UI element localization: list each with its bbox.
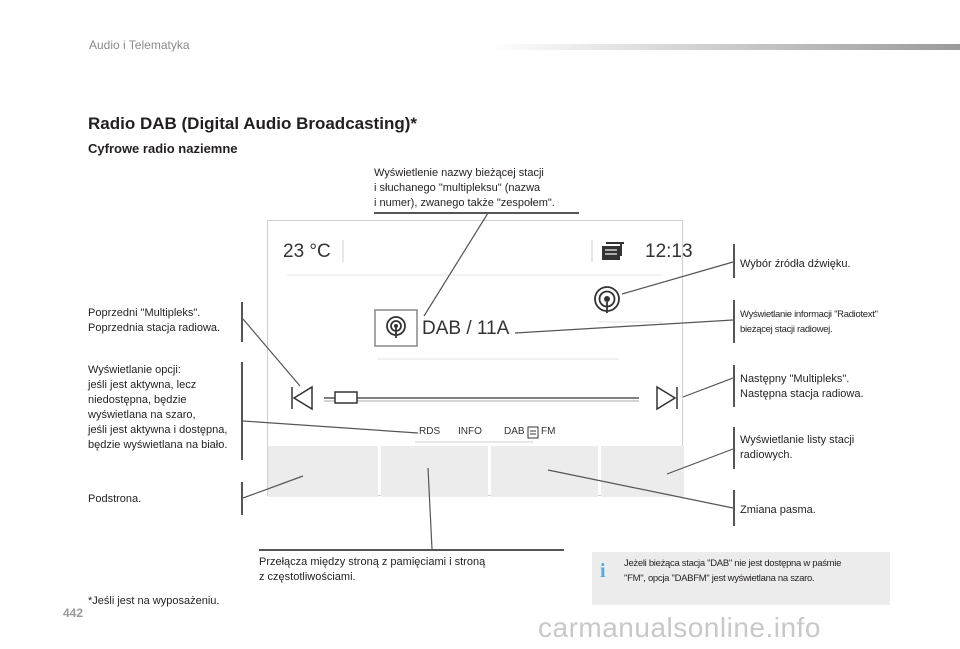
callout-overline: [259, 549, 564, 551]
previous-icon[interactable]: [291, 385, 313, 411]
page-number: 442: [63, 606, 84, 620]
callout-bar: [733, 244, 735, 278]
callout-station-list: Wyświetlanie listy stacji radiowych.: [740, 434, 855, 461]
callout-bar: [241, 482, 243, 515]
station-icon: [374, 309, 418, 347]
clock-display: 12:13: [645, 241, 693, 262]
option-info[interactable]: INFO: [458, 426, 482, 437]
page-title: Radio DAB (Digital Audio Broadcasting)*: [88, 114, 417, 133]
callout-bar: [241, 362, 243, 460]
radio-screen: [267, 220, 684, 497]
callout-subpage: Podstrona.: [88, 493, 142, 505]
callout-band: Zmiana pasma.: [740, 504, 816, 516]
next-icon[interactable]: [656, 385, 678, 411]
callout-bar: [733, 365, 735, 407]
callout-underline: [374, 212, 579, 214]
subpage-button[interactable]: [268, 446, 378, 497]
slider-handle: [334, 391, 358, 404]
info-note-text: Jeżeli bieżąca stacja "DAB" nie jest dos…: [624, 558, 842, 584]
screen-graphics: [287, 240, 678, 443]
callout-source: Wybór źródła dźwięku.: [740, 258, 851, 270]
radio-source-icon[interactable]: [594, 286, 620, 313]
watermark: carmanualsonline.info: [538, 612, 821, 643]
info-note-box: Jeżeli bieżąca stacja "DAB" nie jest dos…: [592, 552, 890, 605]
station-name: DAB / 11A: [422, 318, 510, 339]
callout-bar: [733, 300, 735, 343]
callout-memory: Przełącza między stroną z pamięciami i s…: [259, 556, 486, 583]
callout-station-name: Wyświetlenie nazwy bieżącej stacji i słu…: [374, 167, 555, 209]
callout-options: Wyświetlanie opcji: jeśli jest aktywna, …: [88, 364, 228, 451]
dab-fm-swap-icon: [527, 426, 539, 439]
page-subtitle: Cyfrowe radio naziemne: [88, 141, 238, 156]
band-button[interactable]: [601, 446, 684, 497]
option-fm[interactable]: FM: [541, 426, 556, 437]
section-header: Audio i Telematyka: [89, 38, 190, 52]
menu-list-icon[interactable]: [602, 242, 624, 260]
callout-bar: [733, 490, 735, 526]
callout-bar: [733, 427, 735, 469]
option-dab[interactable]: DAB: [504, 426, 525, 437]
temperature-display: 23 °C: [283, 241, 331, 262]
footnote: *Jeśli jest na wyposażeniu.: [88, 595, 220, 607]
option-rds[interactable]: RDS: [419, 426, 441, 437]
callout-bar: [241, 302, 243, 342]
header-bar: [488, 44, 960, 50]
memory-button[interactable]: [381, 446, 488, 497]
station-list-button[interactable]: [491, 446, 598, 497]
callout-prev-multiplex: Poprzedni "Multipleks". Poprzednia stacj…: [88, 307, 221, 334]
callout-radiotext: Wyświetlanie informacji "Radiotext" bież…: [740, 309, 878, 335]
info-icon: i: [600, 560, 606, 582]
frequency-slider[interactable]: [324, 391, 639, 404]
callout-next-multiplex: Następny "Multipleks". Następna stacja r…: [740, 373, 864, 400]
